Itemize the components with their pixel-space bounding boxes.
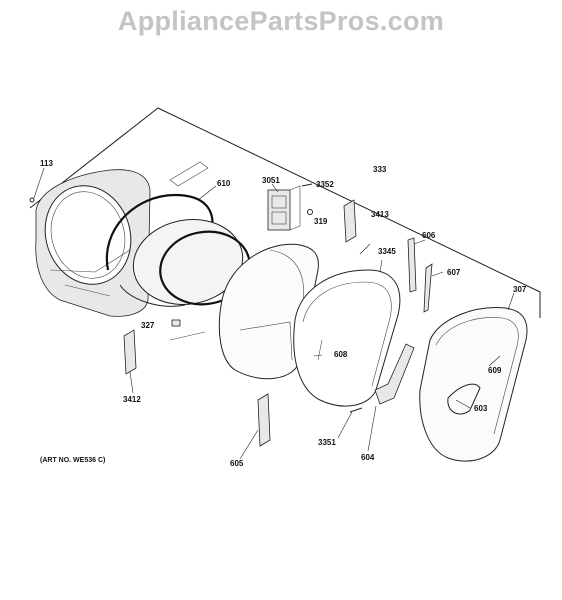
strike-bracket-part <box>123 329 137 375</box>
label-307: 307 <box>513 285 527 294</box>
label-609: 609 <box>488 366 502 375</box>
label-603: 603 <box>474 404 488 413</box>
handle-trim-part <box>407 237 417 293</box>
hinge-part <box>374 343 415 405</box>
label-319: 319 <box>314 217 328 226</box>
washer-part <box>307 209 313 215</box>
handle-part <box>423 263 433 313</box>
outer-door-part <box>419 307 528 462</box>
label-113: 113 <box>40 159 53 168</box>
pin-part <box>349 407 363 413</box>
label-327: 327 <box>141 321 155 330</box>
drum-gasket-part <box>105 161 251 307</box>
front-panel-part <box>29 169 151 317</box>
label-608: 608 <box>334 350 348 359</box>
watermark-text: AppliancePartsPros.com <box>117 6 445 36</box>
label-3051: 3051 <box>262 176 280 185</box>
latch-bracket-part <box>343 199 357 243</box>
screw-part <box>301 183 313 187</box>
label-3413: 3413 <box>371 210 389 219</box>
bottom-trim-part <box>257 393 271 447</box>
clip-part <box>171 319 181 327</box>
label-607: 607 <box>447 268 461 277</box>
assembly-bracket-line <box>29 107 541 318</box>
label-3412: 3412 <box>123 395 141 404</box>
label-3345: 3345 <box>378 247 396 256</box>
label-610: 610 <box>217 179 231 188</box>
label-333: 333 <box>373 165 387 174</box>
label-3352: 3352 <box>316 180 334 189</box>
label-3351: 3351 <box>318 438 336 447</box>
hinge-bracket-part <box>267 185 301 231</box>
label-605: 605 <box>230 459 244 468</box>
door-liner-part <box>293 269 401 407</box>
art-number-caption: (ART NO. WE536 C) <box>40 457 105 464</box>
label-606: 606 <box>422 231 436 240</box>
label-604: 604 <box>361 453 375 462</box>
door-switch-part <box>169 331 206 341</box>
